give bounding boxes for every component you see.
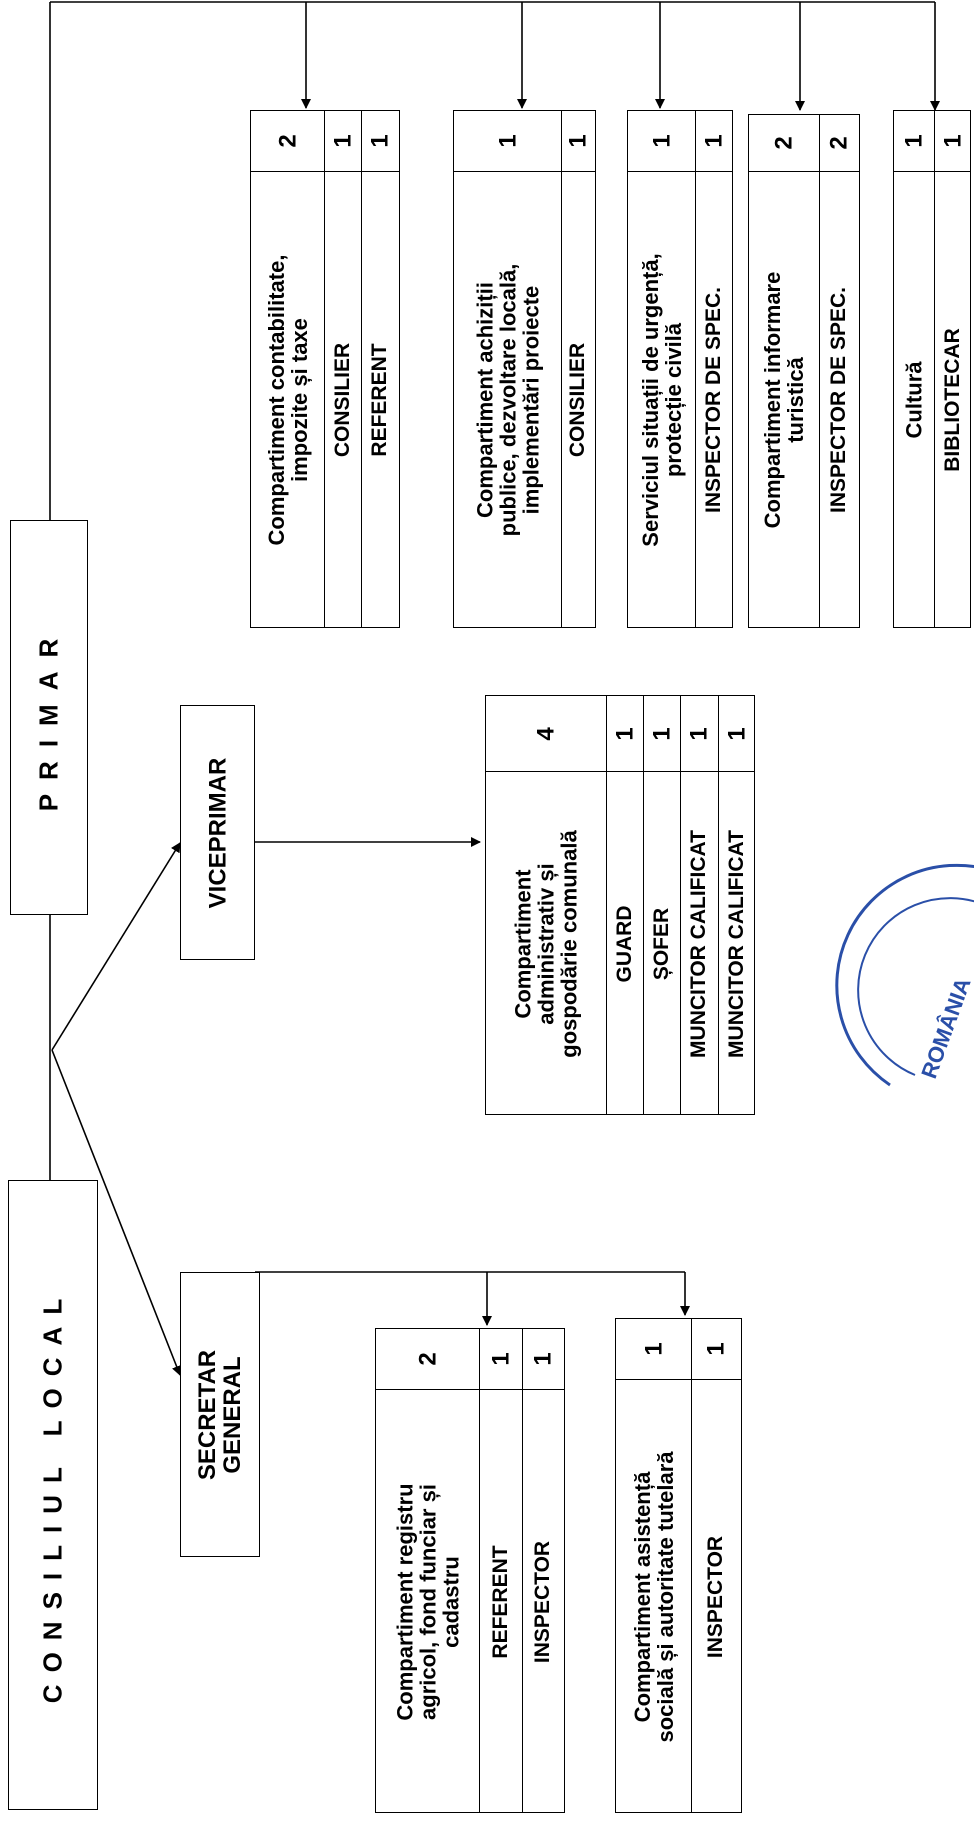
position-count: 1 [366, 134, 394, 148]
arrow-secretar [51, 1049, 182, 1376]
consiliul-local-label: CONSILIUL LOCAL [37, 1286, 68, 1704]
compartment-title-line: Compartiment informare [759, 271, 785, 529]
compartment-title-line: protecție civilă [660, 322, 686, 478]
compartment-total: 1 [639, 1342, 667, 1356]
position-label: MUNCITOR CALIFICAT [724, 829, 748, 1058]
position-count: 1 [486, 1352, 514, 1366]
compartment-title-line: socială și autoritate tutelară [652, 1451, 678, 1742]
position-label: CONSILIER [330, 342, 354, 458]
position-label: REFERENT [488, 1544, 512, 1659]
compartment-1: Compartiment contabilitate,impozite și t… [250, 110, 400, 628]
position-label: REFERENT [367, 343, 391, 457]
secretar-line-2: GENERAL [219, 1355, 246, 1474]
compartment-title-line: cadastru [438, 1555, 464, 1648]
position-count: 1 [647, 726, 675, 741]
position-count: 1 [328, 134, 356, 148]
compartment-title-line: Compartiment [510, 868, 536, 1019]
secretar-general-label: SECRETAR GENERAL [193, 1349, 246, 1480]
position-count: 1 [939, 134, 967, 148]
position-label: MUNCITOR CALIFICAT [686, 829, 710, 1058]
position-label: INSPECTOR DE SPEC. [826, 287, 850, 513]
compartment-title-line: impozite și taxe [286, 318, 312, 482]
compartment-title-line: turistică [783, 357, 808, 443]
compartment-total: 2 [273, 134, 301, 148]
compartment-title-line: agricol, fond funciar și [414, 1483, 440, 1720]
compartment-total: 4 [532, 726, 560, 741]
position-count: 1 [685, 726, 713, 741]
position-count: 1 [723, 726, 751, 741]
compartment-title-line: publice, dezvoltare locală, [494, 263, 520, 537]
compartment-title-line: Compartiment achiziții [471, 282, 497, 518]
position-label: ȘOFER [649, 907, 673, 980]
compartment-title-line: implementări proiecte [518, 285, 544, 515]
compartment-title-line: Compartiment asistență [629, 1471, 655, 1722]
primar-label: PRIMAR [33, 624, 64, 811]
compartment-3: Serviciul situații de urgență,protecție … [627, 110, 733, 628]
compartment-title-line: administrativ și [533, 862, 559, 1025]
viceprimar-label: VICEPRIMAR [203, 757, 231, 908]
compartment-title-line: Cultură [901, 361, 927, 439]
compartment-title: Compartiment contabilitate,impozite și t… [251, 171, 324, 629]
position-count: 1 [564, 134, 592, 148]
secretar-general-box: SECRETAR GENERAL [180, 1272, 260, 1557]
position-label: BIBLIOTECAR [940, 328, 964, 472]
position-count: 2 [825, 136, 853, 150]
position-label: GUARD [612, 905, 636, 982]
compartment-total: 2 [770, 136, 798, 150]
compartment-title: Serviciul situații de urgență,protecție … [628, 171, 695, 629]
viceprimar-box: VICEPRIMAR [180, 705, 255, 960]
primar-box: PRIMAR [10, 520, 88, 915]
compartment-total: 2 [413, 1352, 441, 1366]
position-label: INSPECTOR [530, 1540, 554, 1663]
consiliul-local-box: CONSILIUL LOCAL [8, 1180, 98, 1810]
secretar-line-1: SECRETAR [193, 1349, 221, 1480]
compartment-title-line: Serviciul situații de urgență, [637, 253, 663, 547]
compartment-total: 1 [647, 134, 675, 148]
arrow-viceprimar [51, 842, 181, 1051]
compartment-total: 1 [493, 134, 521, 148]
position-label: CONSILIER [565, 342, 589, 458]
compartment-title-line: Compartiment contabilitate, [263, 254, 289, 546]
position-count: 1 [610, 726, 638, 741]
compartment-title: Cultură [894, 171, 934, 629]
compartment-total: 1 [900, 134, 928, 148]
position-count: 1 [699, 134, 727, 148]
position-label: INSPECTOR DE SPEC. [701, 287, 725, 513]
position-label: INSPECTOR [703, 1535, 727, 1658]
position-count: 1 [702, 1342, 730, 1356]
compartment-title-line: Compartiment registru [391, 1482, 417, 1721]
compartment-title-line: gospodărie comunală [556, 829, 582, 1058]
position-count: 1 [529, 1352, 557, 1366]
